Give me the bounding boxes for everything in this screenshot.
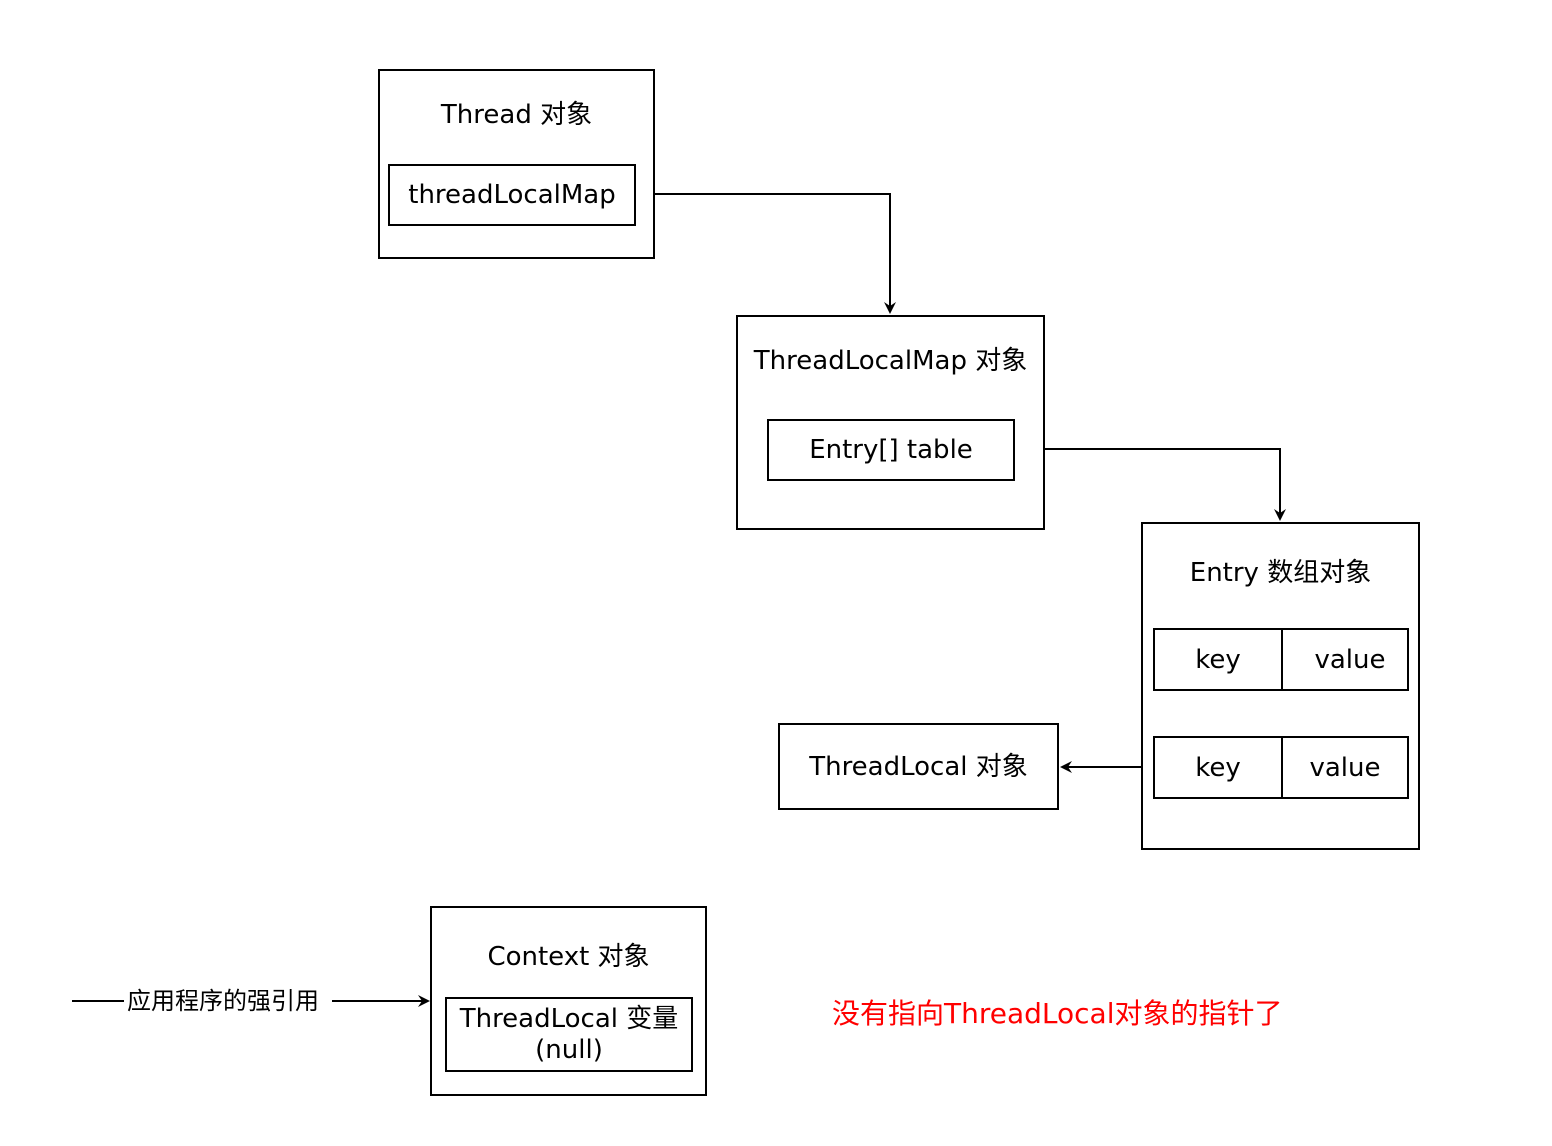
entry-row: key value — [1153, 736, 1409, 799]
context-object-title: Context 对象 — [487, 942, 650, 972]
thread-local-variable-field: ThreadLocal 变量 (null) — [445, 997, 693, 1072]
entry-key-cell: key — [1155, 630, 1283, 689]
entry-array-object-title: Entry 数组对象 — [1189, 558, 1372, 588]
thread-object-title: Thread 对象 — [440, 100, 593, 130]
context-object-box: Context 对象 ThreadLocal 变量 (null) — [430, 906, 707, 1096]
entry-array-object-box: Entry 数组对象 key value key value — [1141, 522, 1420, 850]
thread-local-map-field: threadLocalMap — [388, 164, 636, 226]
thread-local-object-title: ThreadLocal 对象 — [809, 752, 1028, 782]
entry-value-cell: value — [1309, 752, 1381, 783]
strong-reference-label: 应用程序的强引用 — [127, 987, 319, 1015]
thread-local-map-object-box: ThreadLocalMap 对象 Entry[] table — [736, 315, 1045, 530]
no-pointer-note: 没有指向ThreadLocal对象的指针了 — [832, 997, 1283, 1030]
thread-local-variable-label: ThreadLocal 变量 — [459, 1003, 679, 1034]
entry-table-field: Entry[] table — [767, 419, 1015, 481]
entry-key-cell: key — [1155, 738, 1283, 797]
arrow-thread-to-map — [634, 193, 896, 314]
thread-local-object-box: ThreadLocal 对象 — [778, 723, 1059, 810]
entry-row: key value — [1153, 628, 1409, 691]
thread-local-variable-value: (null) — [535, 1034, 603, 1065]
thread-local-map-object-title: ThreadLocalMap 对象 — [753, 346, 1028, 376]
arrow-map-to-entry — [1013, 448, 1286, 521]
thread-object-box: Thread 对象 threadLocalMap — [378, 69, 655, 259]
entry-value-cell: value — [1314, 644, 1386, 675]
